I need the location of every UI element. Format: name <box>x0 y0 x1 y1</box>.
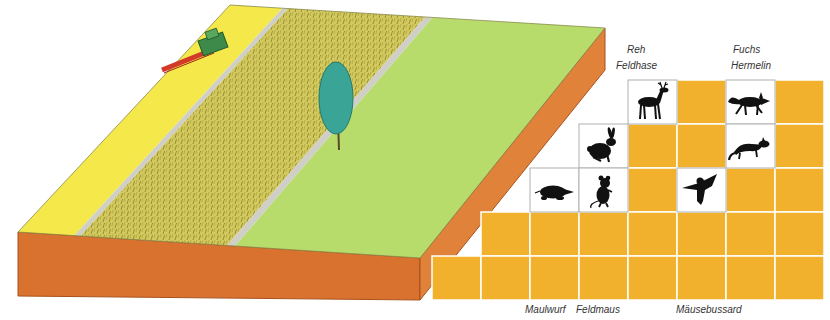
deer-silhouette <box>644 105 645 119</box>
pyramid-cell <box>579 212 628 256</box>
pyramid-cell <box>775 168 824 212</box>
pyramid-cell <box>628 212 677 256</box>
animal-label: Mäusebussard <box>676 304 742 316</box>
pyramid-cells <box>432 80 824 300</box>
animal-cell <box>677 168 726 212</box>
fox-silhouette <box>759 92 763 98</box>
combine-harvester <box>164 53 214 73</box>
animal-label: Feldmaus <box>576 304 620 316</box>
ermine-silhouette <box>734 144 762 155</box>
fox-silhouette <box>728 97 740 104</box>
mole-silhouette <box>535 186 574 201</box>
animal-label: Maulwurf <box>525 304 566 316</box>
mouse-silhouette <box>599 190 612 207</box>
fox-silhouette <box>728 92 770 115</box>
ermine-silhouette <box>762 137 765 141</box>
tree <box>319 62 353 134</box>
deer-silhouette <box>655 105 656 119</box>
animal-cell <box>579 168 628 212</box>
pyramid-cell <box>677 256 726 300</box>
pyramid-cell <box>628 256 677 300</box>
mouse-silhouette <box>591 176 612 209</box>
pyramid-cell <box>775 256 824 300</box>
mouse-silhouette <box>599 176 604 181</box>
hare-silhouette <box>593 154 609 162</box>
pyramid-cell <box>726 256 775 300</box>
hare-silhouette <box>593 157 601 161</box>
pyramid-cell <box>677 80 726 124</box>
combine-harvester <box>205 28 219 40</box>
pyramid-cell <box>530 212 579 256</box>
animal-label: Hermelin <box>731 60 771 72</box>
fox-silhouette <box>759 97 770 105</box>
pyramid-cell <box>432 256 481 300</box>
mouse-silhouette <box>608 190 612 192</box>
pyramid-cell <box>677 212 726 256</box>
ermine-silhouette <box>729 153 735 160</box>
deer-silhouette <box>658 104 660 119</box>
mouse-silhouette <box>591 201 598 208</box>
tree <box>319 62 353 150</box>
ermine-silhouette <box>739 150 757 159</box>
mouse-silhouette <box>606 203 608 207</box>
hare-silhouette <box>607 154 609 162</box>
deer-silhouette <box>638 82 669 119</box>
deer-silhouette <box>640 104 660 119</box>
animal-label: Fuchs <box>733 44 760 56</box>
deer-silhouette <box>658 82 668 88</box>
ermine-silhouette <box>756 150 757 157</box>
buzzard-silhouette <box>682 174 717 205</box>
pyramid-cell <box>677 124 726 168</box>
pyramid-cell <box>775 80 824 124</box>
animal-cell <box>579 124 628 168</box>
deer-silhouette <box>660 88 669 93</box>
pyramid-cell <box>726 168 775 212</box>
animal-cell <box>726 124 775 168</box>
block-outline <box>18 5 605 258</box>
pyramid-cell <box>628 124 677 168</box>
hare-silhouette <box>606 138 616 146</box>
pyramid-cell <box>530 256 579 300</box>
ermine-silhouette <box>729 137 770 160</box>
animal-cell <box>628 80 677 124</box>
deer-silhouette <box>640 105 641 119</box>
ermine-silhouette <box>739 153 740 159</box>
mole-silhouette <box>564 189 574 195</box>
fox-silhouette <box>736 105 742 114</box>
pyramid-cell <box>579 256 628 300</box>
hare-silhouette <box>587 127 616 162</box>
mouse-silhouette <box>599 203 601 207</box>
mouse-silhouette <box>606 176 611 181</box>
animal-cells <box>530 80 775 212</box>
ermine-silhouette <box>759 141 770 148</box>
hare-silhouette <box>587 146 593 152</box>
buzzard-silhouette <box>701 179 705 182</box>
landscape-block <box>18 5 605 300</box>
fox-silhouette <box>745 105 746 115</box>
hare-silhouette <box>610 127 615 138</box>
fox-silhouette <box>757 104 758 115</box>
fox-silhouette <box>736 104 762 115</box>
animal-label: Feldhase <box>616 60 657 72</box>
animal-cell <box>726 80 775 124</box>
mole-silhouette <box>556 196 564 200</box>
pyramid-cell <box>726 212 775 256</box>
buzzard-silhouette <box>682 174 717 205</box>
animal-cell <box>530 168 579 212</box>
mouse-silhouette <box>597 186 610 204</box>
animal-label: Reh <box>627 44 645 56</box>
combine-harvester <box>162 28 228 73</box>
mole-silhouette <box>541 196 547 200</box>
pyramid-cell <box>481 212 530 256</box>
pyramid-cell <box>775 212 824 256</box>
pyramid-cell <box>628 168 677 212</box>
pyramid-cell <box>775 124 824 168</box>
pyramid-cell <box>481 256 530 300</box>
meadow <box>235 17 605 258</box>
mole-silhouette <box>535 191 540 193</box>
